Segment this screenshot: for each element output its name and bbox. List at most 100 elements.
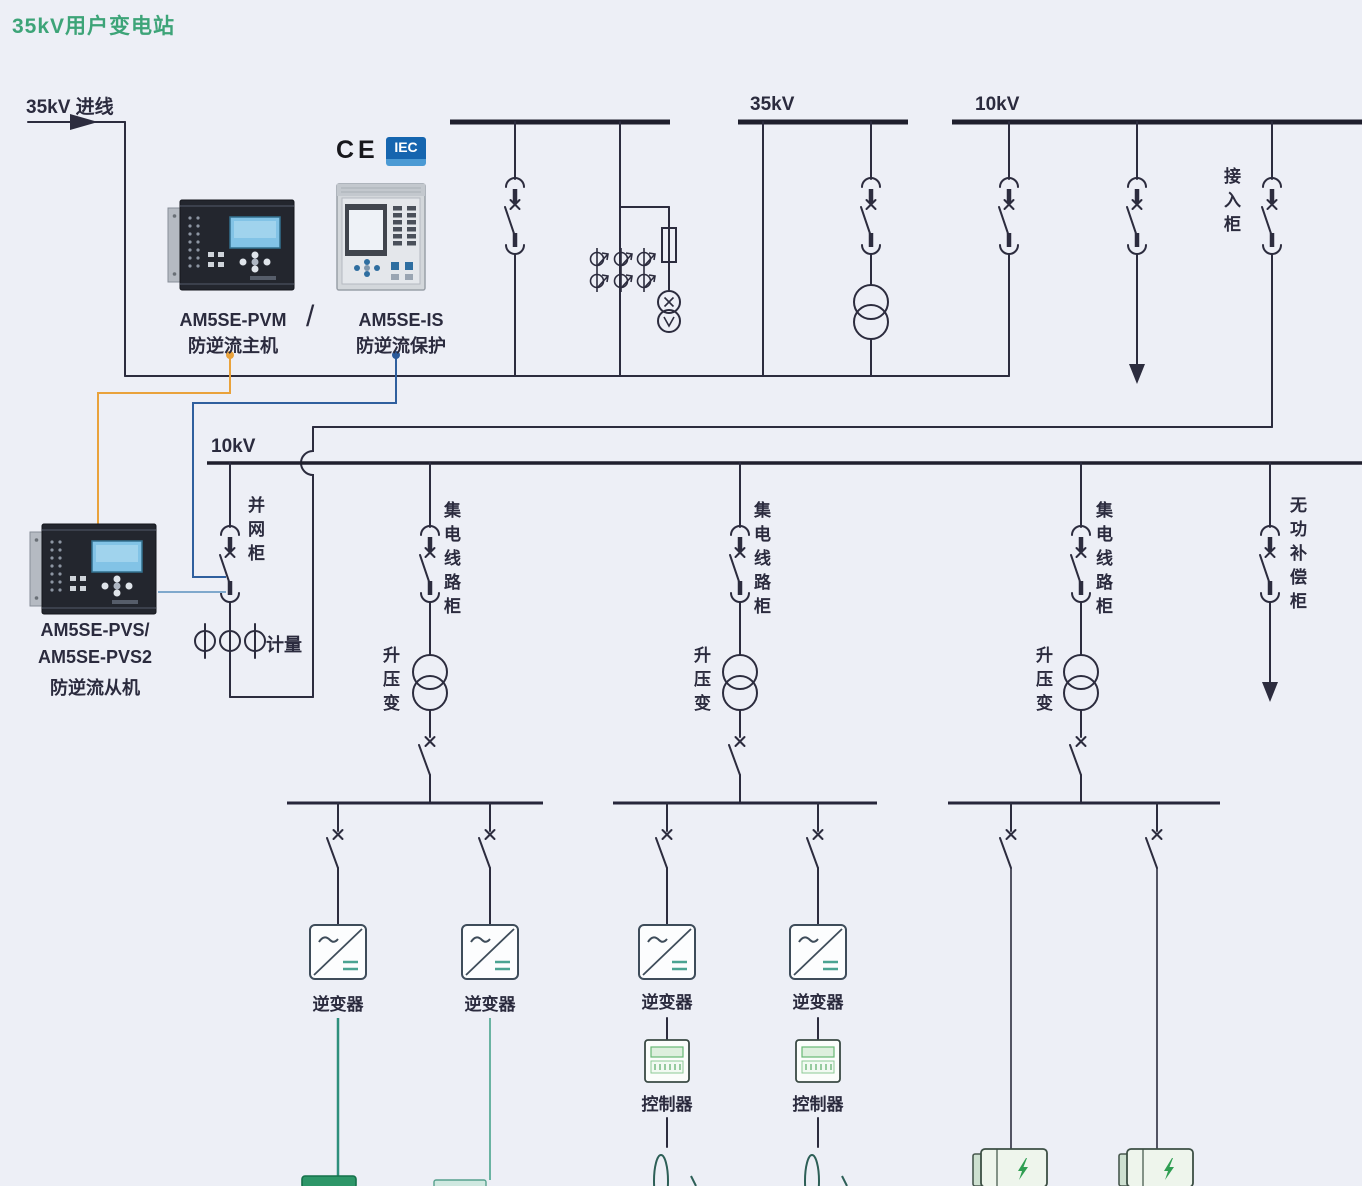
grid-tie-cabinet-label: 并网柜 [245,496,264,568]
pvm-desc-label: 防逆流主机 [188,336,278,356]
bus-10kv-top-label: 10kV [975,94,1020,115]
metering-label: 计量 [266,635,302,655]
ct-icon [589,269,609,293]
ct-icon [636,269,656,293]
reactive-comp-cabinet-label: 无功补偿柜 [1287,496,1306,616]
stepup-transformer-icon [722,654,758,690]
metering-ct-icon [219,623,241,659]
storage-cabinet-icon [972,1148,1048,1186]
storage-branch-1 [972,802,1048,1186]
circuit-breaker-icon [861,178,880,254]
storage-cabinet-icon [1118,1148,1194,1186]
inverter-icon [637,923,697,981]
feeder-10kv-top-1 [999,121,1018,377]
switch-icon [418,736,436,776]
feeder-10kv-top-2 [1127,121,1146,384]
inverter-branch-4 [788,802,848,1186]
inverter-label-4: 逆变器 [792,993,844,1012]
feeder-arrow-icon [1129,364,1145,384]
iec-logo: IEC [386,137,426,166]
feeder-35kv-transformer [853,121,889,377]
ct-icon [636,247,656,271]
circuit-breaker-icon [220,526,239,602]
am5se-pvm-device [167,199,295,291]
switch-icon [1069,736,1087,776]
collector-cabinet-label-2: 集电线路柜 [751,501,770,621]
switch-icon [326,829,344,869]
feeder-grid-tie [194,462,266,698]
wire-node-orange [226,351,234,359]
inverter-icon [308,923,368,981]
feeder-access-cabinet [1262,121,1281,428]
inverter-label-3: 逆变器 [641,993,693,1012]
is-desc-label: 防逆流保护 [356,336,446,356]
am5se-is-device [336,183,426,291]
metering-ct-icon [194,623,216,659]
bus-10kv-pv-label: 10kV [211,436,256,457]
feeder-35kv-breaker [505,121,524,377]
feeder-collector-1 [412,462,448,804]
incoming-arrow-icon [70,114,98,130]
inverter-icon [788,923,848,981]
controller-label-1: 控制器 [641,1095,693,1114]
ct-icon [589,247,609,271]
stepup-transformer-icon [412,654,448,690]
inverter-icon [460,923,520,981]
wind-turbine-icon [653,1154,669,1186]
inverter-label-1: 逆变器 [312,995,364,1014]
stepup-label-2: 升压变 [691,646,710,718]
circuit-breaker-icon [1071,526,1090,602]
switch-icon [728,736,746,776]
storage-branch-2 [1118,802,1194,1186]
feeder-collector-2 [722,462,758,804]
circuit-breaker-icon [1262,178,1281,254]
incoming-line-35kv [27,114,126,377]
fuse-icon [661,227,677,263]
stepup-label-3: 升压变 [1033,646,1052,718]
separator-slash: / [306,300,315,333]
controller-label-2: 控制器 [792,1095,844,1114]
switch-icon [999,829,1017,869]
stepup-transformer-icon [1063,654,1099,690]
inverter-branch-2 [433,802,520,1186]
pvs-model-line2: AM5SE-PVS2 [37,647,153,667]
feeder-reactive-comp [1260,462,1279,702]
ct-icon [613,247,633,271]
inverter-branch-1 [301,802,368,1186]
collector-cabinet-label-1: 集电线路柜 [441,501,460,621]
am5se-pvs-device [29,523,157,615]
feeder-arrow-icon [1262,682,1278,702]
bus-35kv-label: 35kV [750,94,795,115]
pvs-model-line1: AM5SE-PVS/ [40,620,150,640]
wind-turbine-icon [804,1154,820,1186]
ce-mark: CE [336,136,379,164]
transformer-icon [853,284,889,320]
switch-icon [806,829,824,869]
incoming-line-label: 35kV 进线 [26,97,114,118]
pt-winding-icon [657,309,681,333]
pvs-desc-label: 防逆流从机 [50,678,140,698]
switch-icon [478,829,496,869]
switch-icon [655,829,673,869]
controller-icon [795,1039,841,1083]
access-cabinet-label: 接入柜 [1221,167,1240,239]
circuit-breaker-icon [1260,526,1279,602]
circuit-breaker-icon [730,526,749,602]
comm-wires [97,351,400,593]
stepup-label-1: 升压变 [380,646,399,718]
circuit-breaker-icon [505,178,524,254]
feeder-35kv-pt-ct [589,121,681,377]
page-title: 35kV用户变电站 [12,15,176,38]
inverter-label-2: 逆变器 [464,995,516,1014]
pt-winding-icon [657,290,681,314]
circuit-breaker-icon [1127,178,1146,254]
switch-icon [1145,829,1163,869]
pvm-model-label: AM5SE-PVM [179,310,287,330]
circuit-breaker-icon [999,178,1018,254]
wire-node-blue [392,351,400,359]
metering-ct-icon [244,623,266,659]
inverter-branch-3 [637,802,697,1186]
pv-panel [301,1175,357,1186]
